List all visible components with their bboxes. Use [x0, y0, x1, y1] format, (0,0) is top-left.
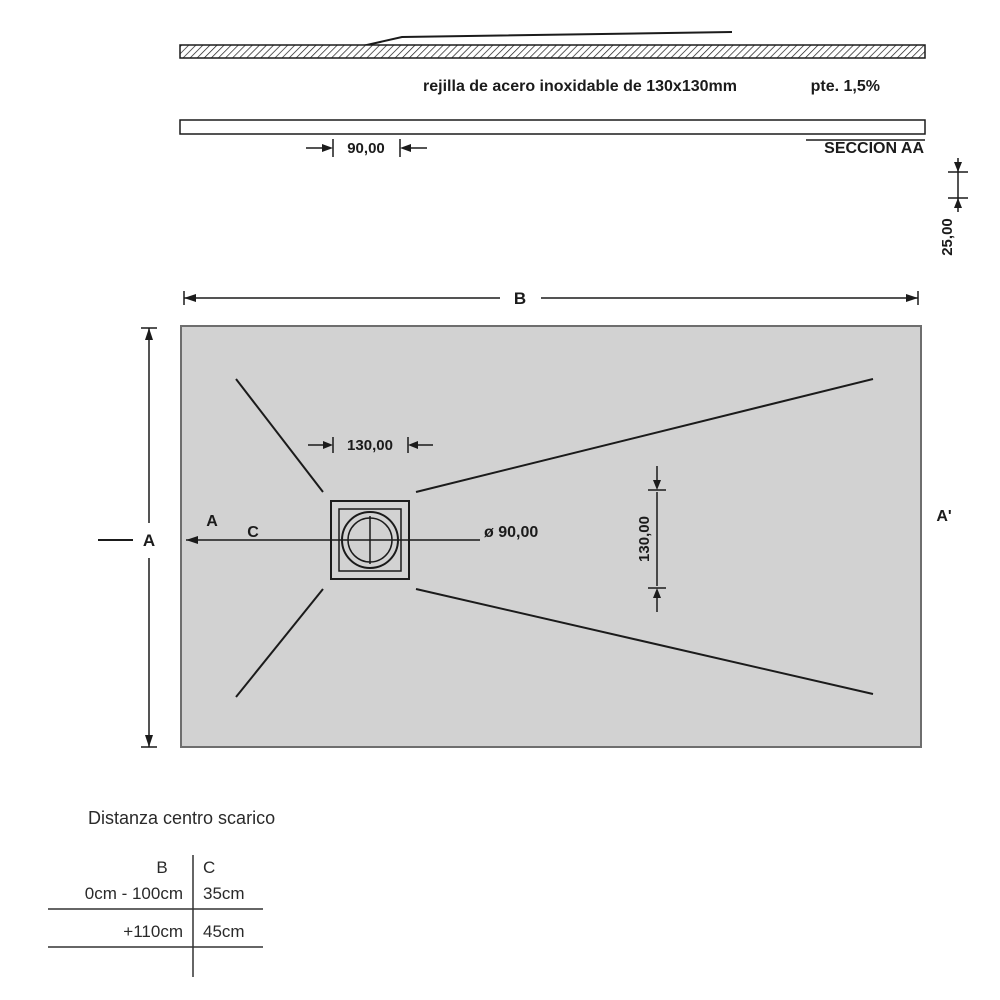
dimension-25: 25,00	[939, 158, 968, 256]
dim-arrow	[653, 588, 661, 598]
dimension-90: 90,00	[306, 139, 427, 157]
table-header-c: C	[203, 858, 215, 877]
dim-130-h-label: 130,00	[347, 437, 393, 454]
slope-line-top-left	[235, 378, 324, 493]
dim-a-label: A	[143, 531, 155, 550]
table-title: Distanza centro scarico	[88, 808, 275, 828]
slope-line-bottom-left	[235, 588, 324, 698]
section-slope-line	[357, 31, 733, 48]
dim-arrow	[408, 441, 418, 449]
grate-size-label: rejilla de acero inoxidable de 130x130mm	[423, 78, 737, 95]
dimension-130-vertical: 130,00	[636, 466, 666, 612]
table-row-b-value: 0cm - 100cm	[85, 884, 183, 903]
dim-arrow	[323, 441, 333, 449]
drain-diameter-label: ø 90,00	[484, 524, 538, 541]
table-row-c-value: 45cm	[203, 922, 245, 941]
dimension-a: A	[98, 327, 157, 748]
drain-distance-table: Distanza centro scarico B C 0cm - 100cm …	[48, 808, 275, 977]
centerline-arrow	[186, 536, 198, 544]
dim-90-label: 90,00	[347, 140, 385, 157]
dim-arrow	[954, 198, 962, 208]
slope-line-bottom-right	[415, 588, 874, 695]
section-name-label: SECCION AA	[824, 140, 924, 157]
section-view: rejilla de acero inoxidable de 130x130mm…	[179, 31, 968, 256]
dimension-b: B	[183, 289, 919, 308]
dim-arrow	[653, 480, 661, 490]
dim-arrow	[906, 294, 918, 302]
dim-25-label: 25,00	[939, 218, 956, 256]
table-row-b-value: +110cm	[123, 922, 183, 941]
dim-b-label: B	[514, 289, 526, 308]
dim-130-v-label: 130,00	[636, 516, 653, 562]
plan-view: B A	[98, 289, 952, 748]
point-a-prime-label: A'	[936, 508, 951, 525]
table-header-b: B	[156, 858, 167, 877]
slope-percentage-label: pte. 1,5%	[811, 78, 880, 95]
dim-arrow	[145, 328, 153, 340]
dim-arrow	[954, 162, 962, 172]
drain-centerline	[186, 536, 480, 544]
point-c-label: C	[247, 524, 259, 541]
dim-arrow	[145, 735, 153, 747]
table-row-c-value: 35cm	[203, 884, 245, 903]
dim-arrow	[184, 294, 196, 302]
slope-line-top-right	[415, 378, 874, 493]
point-a-label: A	[206, 513, 218, 530]
dim-arrow	[322, 144, 333, 152]
dim-arrow	[400, 144, 411, 152]
section-hatched-top-bar	[179, 44, 926, 59]
dimension-130-horizontal: 130,00	[308, 437, 433, 454]
section-base-bar	[179, 119, 926, 135]
tray-plan-body	[180, 325, 922, 748]
